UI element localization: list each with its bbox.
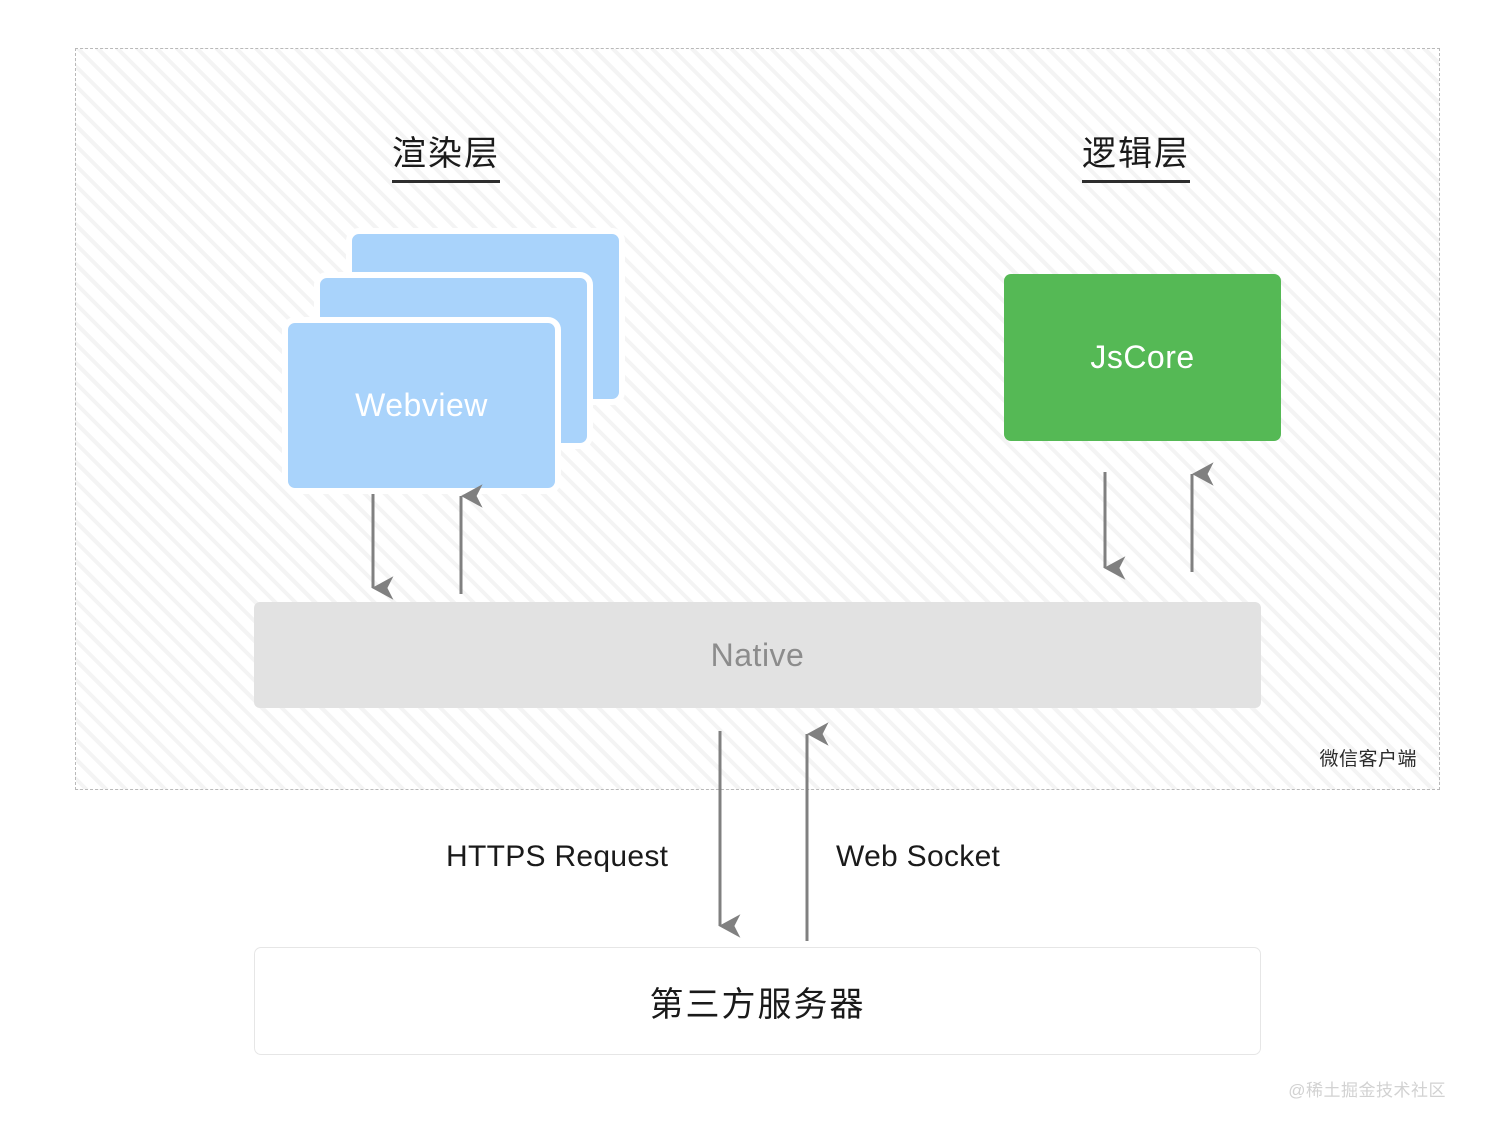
native-label: Native bbox=[710, 636, 805, 673]
webview-label: Webview bbox=[355, 387, 488, 423]
logic-layer-title: 逻辑层 bbox=[1082, 126, 1190, 183]
wechat-client-label: 微信客户端 bbox=[1319, 749, 1417, 770]
webview-card-front: Webview bbox=[282, 317, 561, 494]
watermark: @稀土掘金技术社区 bbox=[1288, 1081, 1446, 1100]
third-party-server-label: 第三方服务器 bbox=[649, 985, 866, 1024]
jscore-label: JsCore bbox=[1090, 339, 1195, 375]
https-request-label: HTTPS Request bbox=[446, 840, 669, 873]
jscore-node: JsCore bbox=[1004, 274, 1281, 441]
render-layer-title: 渲染层 bbox=[392, 126, 500, 183]
webview-stack: Webview bbox=[275, 221, 635, 496]
native-node: Native bbox=[254, 602, 1261, 708]
third-party-server-node: 第三方服务器 bbox=[254, 947, 1261, 1055]
web-socket-label: Web Socket bbox=[836, 840, 1001, 873]
